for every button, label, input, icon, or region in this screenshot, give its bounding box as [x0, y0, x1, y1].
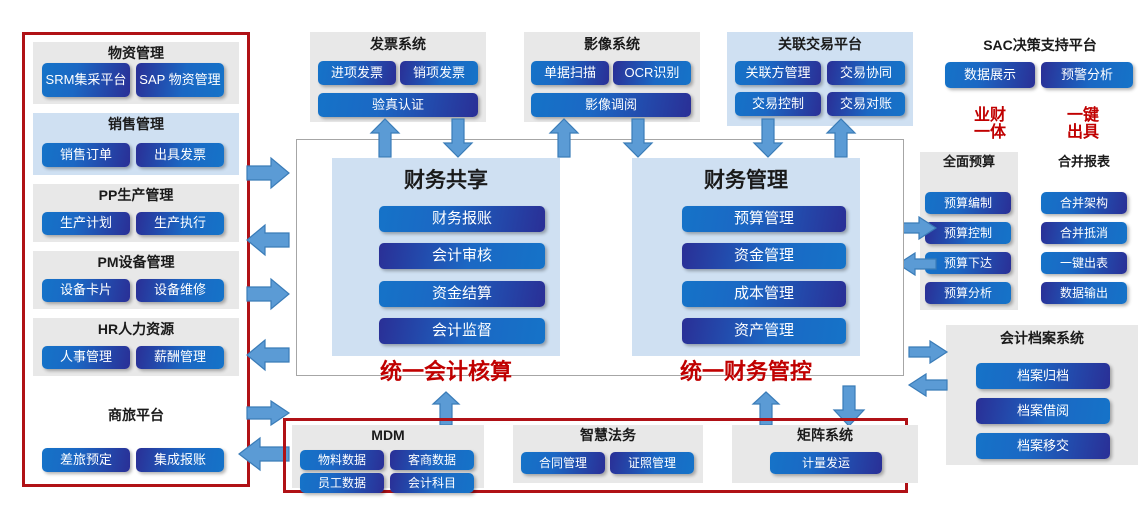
btn-yuangong-shuju[interactable]: 员工数据	[300, 473, 384, 493]
arrow-up-invoice	[369, 118, 401, 158]
btn-jiaoyi-kongzhi[interactable]: 交易控制	[735, 92, 821, 116]
btn-shebei-kapian[interactable]: 设备卡片	[42, 279, 130, 302]
panel-title: 财务共享	[404, 169, 488, 192]
arrow-down-related-party	[752, 118, 784, 158]
arrow-left-2	[246, 338, 290, 372]
btn-yusuan-xiada[interactable]: 预算下达	[925, 252, 1011, 274]
btn-shengchan-zhixing[interactable]: 生产执行	[136, 212, 224, 235]
panel-title: 智慧法务	[580, 427, 636, 443]
panel-title: 发票系统	[370, 36, 426, 52]
panel-title: HR人力资源	[97, 321, 175, 337]
btn-sap-wuzi-guanli[interactable]: SAP 物资管理	[136, 63, 224, 97]
panel-title: 会计档案系统	[1000, 330, 1084, 346]
btn-yusuan-fenxi[interactable]: 预算分析	[925, 282, 1011, 304]
btn-jiaoyi-xietong[interactable]: 交易协同	[827, 61, 905, 85]
btn-shuju-zhanshi[interactable]: 数据展示	[945, 62, 1035, 88]
caption-tongyi-kuaiji-hesuan: 统一会计核算	[379, 359, 512, 384]
btn-shebei-weixiu[interactable]: 设备维修	[136, 279, 224, 302]
arrow-left-budget	[896, 251, 937, 277]
btn-jiaoyi-duizhang[interactable]: 交易对账	[827, 92, 905, 116]
arrow-up-mdm	[431, 391, 461, 426]
arrow-up-image	[548, 118, 580, 158]
btn-kuaiji-kemu[interactable]: 会计科目	[390, 473, 474, 493]
annotation-yijian-chuju: 一键 出具	[1066, 107, 1099, 141]
panel-title: 财务管理	[704, 169, 788, 192]
panel-title: 全面预算	[942, 154, 995, 169]
arrow-down-image	[622, 118, 654, 158]
btn-kuaiji-shenhe[interactable]: 会计审核	[379, 243, 545, 269]
btn-wuliao-shuju[interactable]: 物料数据	[300, 450, 384, 470]
btn-xinchou-guanli[interactable]: 薪酬管理	[136, 346, 224, 369]
btn-dangan-jieyue[interactable]: 档案借阅	[976, 398, 1110, 424]
btn-srm-jicai-pingtai[interactable]: SRM集采平台	[42, 63, 130, 97]
btn-shengchan-jihua[interactable]: 生产计划	[42, 212, 130, 235]
btn-yujing-fenxi[interactable]: 预警分析	[1041, 62, 1133, 88]
btn-jicheng-baozhang[interactable]: 集成报账	[136, 448, 224, 472]
btn-renshi-guanli[interactable]: 人事管理	[42, 346, 130, 369]
btn-zijin-guanli[interactable]: 资金管理	[682, 243, 846, 269]
panel-title: 合并报表	[1057, 154, 1110, 169]
btn-yanzhen-renzheng[interactable]: 验真认证	[318, 93, 478, 117]
panel-title: SAC决策支持平台	[983, 37, 1097, 53]
btn-dangan-yijiao[interactable]: 档案移交	[976, 433, 1110, 459]
panel-title: 影像系统	[584, 36, 640, 52]
arrow-up-related-party	[825, 118, 857, 158]
btn-hetong-guanli[interactable]: 合同管理	[521, 452, 605, 474]
btn-hebing-dixiao[interactable]: 合并抵消	[1041, 222, 1127, 244]
btn-yusuan-guanli[interactable]: 预算管理	[682, 206, 846, 232]
panel-title: 商旅平台	[108, 407, 164, 423]
panel-title: 关联交易平台	[778, 36, 862, 52]
btn-yingxiang-diaoyue[interactable]: 影像调阅	[531, 93, 691, 117]
btn-yusuan-bianzhi[interactable]: 预算编制	[925, 192, 1011, 214]
btn-guanlianfang-guanli[interactable]: 关联方管理	[735, 61, 821, 85]
btn-danju-saomiao[interactable]: 单据扫描	[531, 61, 609, 85]
btn-xiaoshou-dingdan[interactable]: 销售订单	[42, 143, 130, 167]
btn-jiliang-fayun[interactable]: 计量发运	[770, 452, 882, 474]
arrow-right-1	[246, 156, 290, 190]
btn-chailv-yuding[interactable]: 差旅预定	[42, 448, 130, 472]
annotation-yecai-yiti: 业财 一体	[973, 107, 1006, 141]
arrow-up-matrix	[751, 391, 781, 426]
arrow-left-archive	[907, 372, 948, 398]
btn-zhengzhao-guanli[interactable]: 证照管理	[610, 452, 694, 474]
panel-title: 销售管理	[108, 116, 164, 132]
btn-caiwu-baozhang[interactable]: 财务报账	[379, 206, 545, 232]
arrow-left-1	[246, 223, 290, 257]
btn-hebing-jiagou[interactable]: 合并架构	[1041, 192, 1127, 214]
btn-zichan-guanli[interactable]: 资产管理	[682, 318, 846, 344]
panel-title: 物资管理	[108, 45, 164, 61]
btn-keshang-shuju[interactable]: 客商数据	[390, 450, 474, 470]
btn-chengben-guanli[interactable]: 成本管理	[682, 281, 846, 307]
btn-shuju-shuchu[interactable]: 数据输出	[1041, 282, 1127, 304]
btn-dangan-guidang[interactable]: 档案归档	[976, 363, 1110, 389]
arrow-right-2	[246, 277, 290, 311]
panel-title: MDM	[371, 427, 405, 443]
btn-xiaoxiang-fapiao[interactable]: 销项发票	[400, 61, 478, 85]
panel-title: PP生产管理	[98, 187, 174, 203]
btn-jinxiang-fapiao[interactable]: 进项发票	[318, 61, 396, 85]
caption-tongyi-caiwu-guankong: 统一财务管控	[679, 359, 812, 384]
panel-title: PM设备管理	[97, 254, 175, 270]
panel-title: 矩阵系统	[797, 427, 853, 443]
arrow-right-3	[246, 399, 291, 427]
left-systems-red-border	[22, 32, 250, 487]
btn-chuju-fapiao[interactable]: 出具发票	[136, 143, 224, 167]
btn-yusuan-kongzhi[interactable]: 预算控制	[925, 222, 1011, 244]
btn-yijian-chubiao[interactable]: 一键出表	[1041, 252, 1127, 274]
btn-kuaiji-jiandu[interactable]: 会计监督	[379, 318, 545, 344]
btn-zijin-jiesuan[interactable]: 资金结算	[379, 281, 545, 307]
arrow-down-invoice	[442, 118, 474, 158]
arrow-right-archive	[908, 339, 949, 365]
btn-ocr-shibie[interactable]: OCR识别	[613, 61, 691, 85]
